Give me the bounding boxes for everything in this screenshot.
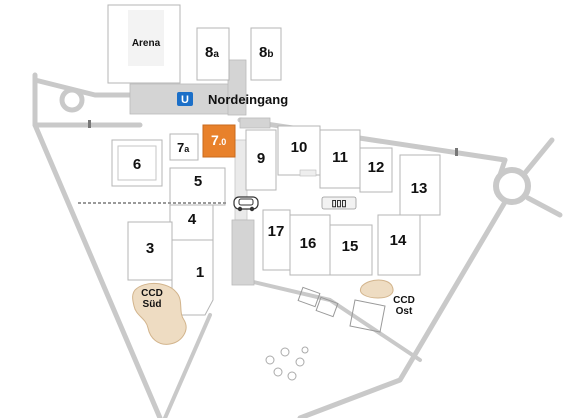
hall-9[interactable]: [245, 129, 277, 191]
hall-17-label: 17: [268, 223, 285, 240]
road-east-ne: [522, 137, 555, 176]
hall-7a-label: 7a: [177, 140, 190, 155]
walkway-south: [231, 219, 255, 286]
hall-7-0[interactable]: [202, 124, 236, 158]
hall-11-label: 11: [332, 149, 348, 166]
hall-12-label: 12: [368, 159, 385, 176]
halls: Arena 8a 8b 7a 7.0 6 9 10 11 12 13 5 4 3…: [107, 4, 441, 316]
hall-12[interactable]: [359, 147, 393, 193]
hall-14-label: 14: [390, 232, 407, 249]
hall-16-label: 16: [300, 235, 317, 252]
ccd-ost[interactable]: CCD Ost: [349, 279, 415, 333]
u-bahn-icon[interactable]: U: [177, 92, 193, 106]
hall-3-label: 3: [146, 240, 154, 257]
hall-15[interactable]: [329, 224, 373, 276]
hall-7a[interactable]: [169, 133, 199, 161]
road-south-inner: [243, 278, 422, 362]
ccd-ost-line1: CCD: [393, 295, 415, 306]
hall-15-label: 15: [342, 238, 359, 255]
hall-13[interactable]: [399, 154, 441, 216]
hall-8b[interactable]: [250, 27, 282, 81]
hall-14[interactable]: [377, 214, 421, 276]
ccd-ost-shape: [360, 279, 394, 299]
roundabout-west: [59, 87, 85, 113]
road-roundabout-link: [497, 157, 508, 178]
road-east-south: [297, 199, 508, 418]
walkway-7-0: [239, 117, 271, 129]
ccd-ost-line2: Ost: [396, 306, 413, 317]
ccd-ost-building: [349, 299, 386, 333]
hall-17[interactable]: [262, 209, 291, 271]
ccd-sued-shape: [132, 283, 187, 345]
facility-icons: ▯▯▯: [299, 169, 357, 210]
hall-5-label: 5: [194, 173, 202, 190]
hall-1-label: 1: [196, 264, 204, 281]
road-south-west: [163, 313, 212, 418]
hall-10-label: 10: [291, 139, 308, 156]
ccd-sued-line1: CCD: [141, 288, 163, 299]
car-icon[interactable]: [233, 196, 259, 212]
kiosk: [299, 169, 317, 177]
ccd-sued-line2: Süd: [143, 299, 162, 310]
svg-text:U: U: [181, 94, 189, 106]
hall-8b-label: 8b: [259, 44, 273, 61]
hall-8a[interactable]: [196, 27, 230, 81]
parking-route: [78, 196, 259, 212]
park-area: [265, 286, 339, 381]
north-entrance-label: Nordeingang: [208, 92, 288, 107]
road-east-se: [525, 195, 563, 218]
hall-6-label: 6: [133, 156, 141, 173]
hall-6-inner: [117, 145, 157, 181]
gate-marker: [88, 120, 91, 128]
hall-5[interactable]: [169, 167, 226, 206]
hall-8a-label: 8a: [205, 44, 219, 61]
bus-icon[interactable]: [321, 196, 357, 210]
gate-marker-east: [455, 148, 458, 156]
roundabout-east: [493, 167, 531, 205]
ccd-sued[interactable]: CCD Süd: [132, 283, 187, 345]
road-north-west: [32, 77, 143, 98]
bridge-north: [227, 59, 247, 116]
hall-13-label: 13: [411, 180, 428, 197]
hall-6[interactable]: [111, 139, 163, 187]
hall-9-label: 9: [257, 150, 265, 167]
hall-4-label: 4: [188, 211, 197, 228]
hall-7-0-label: 7.0: [211, 132, 226, 148]
arena-inner: [128, 10, 164, 66]
bus-icon-glyph: ▯▯▯: [332, 198, 347, 208]
arena-label: Arena: [132, 38, 161, 49]
